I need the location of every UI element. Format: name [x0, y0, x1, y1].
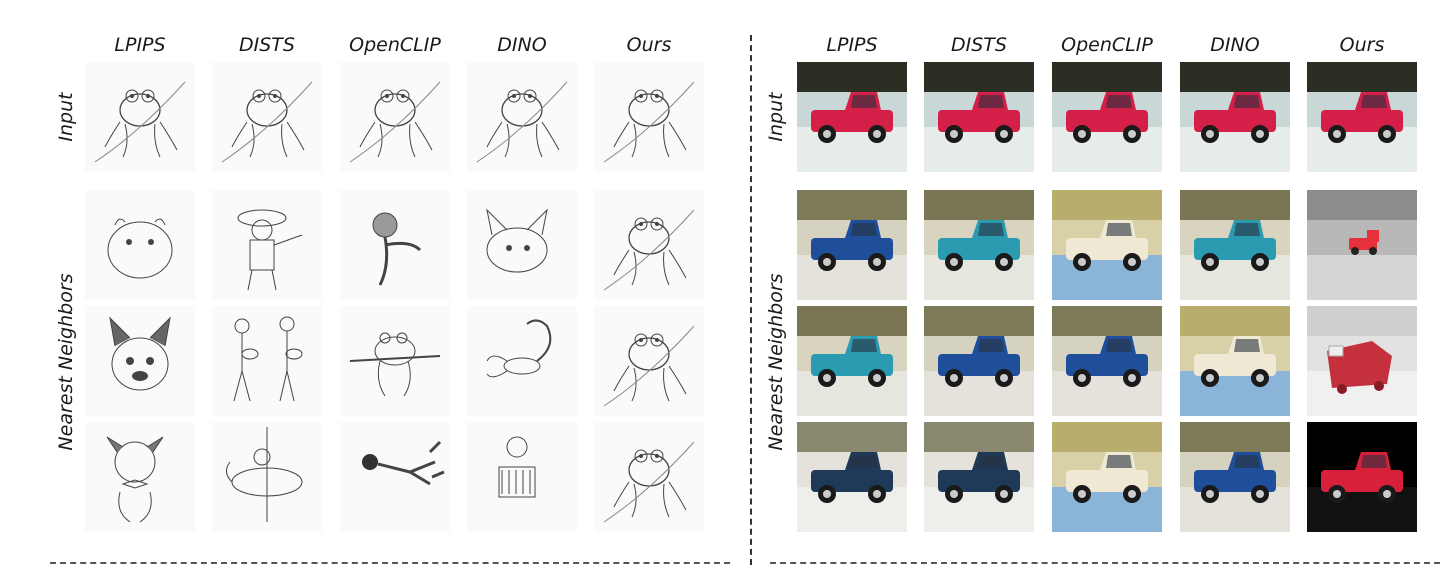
left-row-input: Input: [55, 92, 77, 142]
left-bottom-rule: [50, 562, 730, 564]
right-neighbor-1-1: [924, 190, 1034, 300]
right-input-image-4: [1307, 62, 1417, 172]
right-neighbor-2-1: [924, 306, 1034, 416]
right-row-neighbors: Nearest Neighbors: [765, 273, 787, 451]
left-neighbor-2-2: [340, 306, 450, 416]
left-neighbor-1-2: [340, 190, 450, 300]
left-neighbor-3-3: [467, 422, 577, 532]
right-neighbor-3-1: [924, 422, 1034, 532]
left-neighbor-1-0: [85, 190, 195, 300]
left-col-ours: Ours: [626, 34, 672, 56]
right-row-input: Input: [765, 92, 787, 142]
right-neighbor-1-0: [797, 190, 907, 300]
right-neighbor-2-2: [1052, 306, 1162, 416]
left-neighbor-1-3: [467, 190, 577, 300]
left-row-neighbors: Nearest Neighbors: [55, 273, 77, 451]
right-bottom-rule: [770, 562, 1440, 564]
left-neighbor-1-4: [594, 190, 704, 300]
left-neighbor-2-4: [594, 306, 704, 416]
right-neighbor-3-4: [1307, 422, 1417, 532]
left-input-image-0: [85, 62, 195, 172]
left-neighbor-1-1: [212, 190, 322, 300]
left-neighbor-2-1: [212, 306, 322, 416]
right-neighbor-2-0: [797, 306, 907, 416]
left-neighbor-2-3: [467, 306, 577, 416]
right-neighbor-3-0: [797, 422, 907, 532]
right-neighbor-2-3: [1180, 306, 1290, 416]
right-neighbor-3-2: [1052, 422, 1162, 532]
left-neighbor-3-1: [212, 422, 322, 532]
right-neighbor-3-3: [1180, 422, 1290, 532]
panel-divider: [750, 35, 752, 565]
right-neighbor-1-3: [1180, 190, 1290, 300]
right-input-image-1: [924, 62, 1034, 172]
left-input-image-3: [467, 62, 577, 172]
left-neighbor-3-0: [85, 422, 195, 532]
right-col-ours: Ours: [1339, 34, 1385, 56]
right-col-openclip: OpenCLIP: [1061, 34, 1153, 56]
left-neighbor-3-2: [340, 422, 450, 532]
left-col-openclip: OpenCLIP: [349, 34, 441, 56]
right-neighbor-1-2: [1052, 190, 1162, 300]
right-input-image-2: [1052, 62, 1162, 172]
right-input-image-0: [797, 62, 907, 172]
right-input-image-3: [1180, 62, 1290, 172]
left-col-dists: DISTS: [239, 34, 295, 56]
left-input-image-2: [340, 62, 450, 172]
left-input-image-1: [212, 62, 322, 172]
right-col-lpips: LPIPS: [826, 34, 878, 56]
left-col-lpips: LPIPS: [114, 34, 166, 56]
right-neighbor-2-4: [1307, 306, 1417, 416]
right-col-dists: DISTS: [951, 34, 1007, 56]
right-neighbor-1-4: [1307, 190, 1417, 300]
left-input-image-4: [594, 62, 704, 172]
right-col-dino: DINO: [1210, 34, 1260, 56]
left-neighbor-3-4: [594, 422, 704, 532]
left-col-dino: DINO: [497, 34, 547, 56]
left-neighbor-2-0: [85, 306, 195, 416]
